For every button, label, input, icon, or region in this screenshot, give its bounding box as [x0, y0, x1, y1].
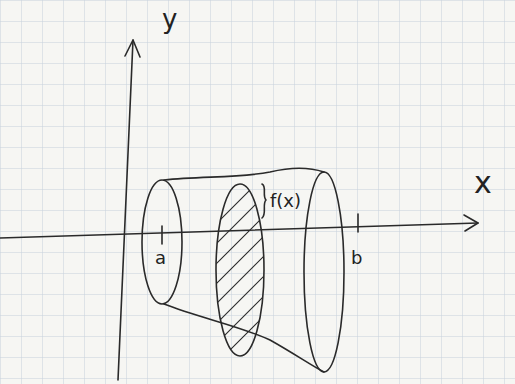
- function-label: f(x): [270, 192, 301, 210]
- label-anchor: a: [155, 249, 166, 267]
- label-anchor: f(x): [270, 192, 301, 210]
- axis-label: y: [162, 6, 177, 32]
- x-axis: [0, 223, 478, 238]
- y-axis-arrowhead: [125, 40, 140, 57]
- label-anchor: b: [351, 249, 362, 267]
- slice-hatching: [200, 140, 280, 384]
- tick-a: [161, 226, 163, 244]
- shaded-slice: [216, 184, 264, 356]
- y-axis: [118, 40, 133, 380]
- top-profile-curve: [164, 168, 324, 180]
- label-anchor: y: [162, 6, 177, 32]
- left-end-disk: [142, 180, 182, 304]
- tick-b: [357, 214, 359, 232]
- bound-label: a: [155, 249, 166, 267]
- bottom-profile-curve: [164, 304, 324, 372]
- label-anchor: x: [474, 168, 492, 198]
- axis-label: x: [474, 168, 492, 198]
- bound-label: b: [351, 249, 362, 267]
- x-axis-arrowhead: [464, 215, 478, 231]
- right-end-disk: [304, 172, 344, 372]
- radius-brace: [262, 184, 266, 218]
